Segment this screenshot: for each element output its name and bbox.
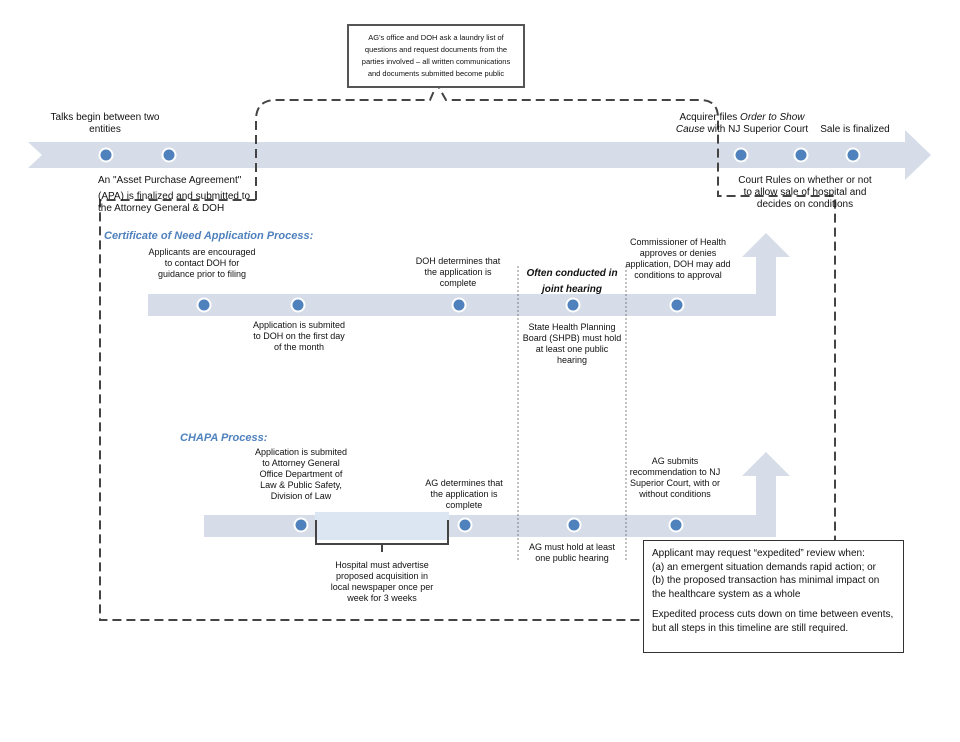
chapa-submitted-label: Application is submited to Attorney Gene… — [254, 447, 348, 501]
expedited-review-note: Applicant may request “expedited” review… — [643, 540, 904, 653]
note-b: (b) the proposed transaction has minimal… — [652, 575, 880, 600]
acquirer-italic-2: Cause — [675, 124, 705, 135]
main-timeline-arrow — [28, 130, 931, 180]
acquirer-plain-2: with NJ Superior Court — [707, 124, 809, 135]
dot-apa — [161, 147, 177, 163]
acquirer-files-label: Acquirer files Order to Show Cause with … — [672, 112, 812, 136]
chapa-header: CHAPA Process: — [180, 432, 268, 444]
con-shpb-label: State Health Planning Board (SHPB) must … — [522, 322, 622, 365]
dot-acquirer-files — [733, 147, 749, 163]
dot-chapa-submitted — [293, 517, 309, 533]
dot-chapa-hearing — [566, 517, 582, 533]
dashed-enclosure — [99, 81, 836, 621]
con-applicants-label: Applicants are encouraged to contact DOH… — [148, 247, 256, 279]
advertise-bracket — [315, 520, 449, 552]
dot-con-submitted — [290, 297, 306, 313]
court-rules-label: Court Rules on whether or not to allow s… — [738, 175, 872, 210]
dot-talks-begin — [98, 147, 114, 163]
acquirer-italic-1: Order to Show — [740, 112, 805, 123]
dot-chapa-ag-submits — [668, 517, 684, 533]
dot-con-doh-complete — [451, 297, 467, 313]
ag-doh-questions-box: AG's office and DOH ask a laundry list o… — [347, 24, 525, 88]
acquirer-plain-1: Acquirer files — [679, 112, 738, 123]
dot-court-rules — [793, 147, 809, 163]
sale-finalized-label: Sale is finalized — [820, 124, 890, 135]
dot-con-commissioner — [669, 297, 685, 313]
apa-label-line1: An "Asset Purchase Agreement" — [98, 175, 242, 186]
con-timeline-arrow — [148, 233, 790, 316]
dot-chapa-ag-complete — [457, 517, 473, 533]
dot-sale-finalized — [845, 147, 861, 163]
con-doh-complete-label: DOH determines that the application is c… — [415, 256, 501, 288]
talks-begin-label: Talks begin between two entities — [50, 112, 160, 135]
advertise-period-box — [315, 512, 449, 540]
chapa-advertise-label: Hospital must advertise proposed acquisi… — [330, 560, 434, 603]
chapa-ag-complete-label: AG determines that the application is co… — [425, 478, 503, 510]
joint-line1: Often conducted in — [526, 268, 618, 279]
chapa-hearing-label: AG must hold at least one public hearing — [528, 542, 616, 563]
chapa-ag-submits-label: AG submits recommendation to NJ Superior… — [629, 456, 721, 499]
con-header: Certificate of Need Application Process: — [104, 230, 314, 242]
ag-doh-questions-text: AG's office and DOH ask a laundry list o… — [361, 33, 511, 78]
note-a: (a) an emergent situation demands rapid … — [652, 561, 877, 573]
dot-con-applicants — [196, 297, 212, 313]
note-footer: Expedited process cuts down on time betw… — [652, 609, 894, 634]
con-commissioner-label: Commissioner of Health approves or denie… — [625, 237, 731, 280]
apa-label-line2: (APA) is finalized and submitted to the … — [98, 191, 251, 214]
dot-con-hearing — [565, 297, 581, 313]
note-intro: Applicant may request “expedited” review… — [652, 548, 865, 559]
joint-line2: joint hearing — [542, 284, 602, 295]
con-joint-hearing-label: Often conducted in joint hearing — [521, 268, 623, 300]
con-submitted-label: Application is submited to DOH on the fi… — [252, 320, 346, 352]
